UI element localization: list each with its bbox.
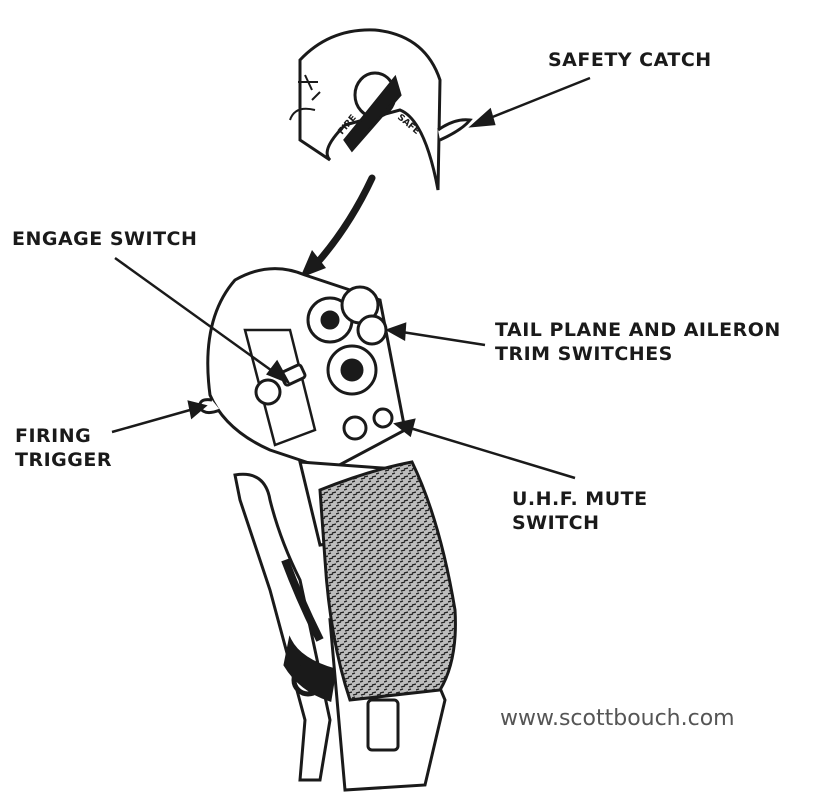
- rubber-grip: [318, 460, 457, 702]
- safety-catch-inset: [289, 28, 473, 191]
- trim-switches-label-line1: TAIL PLANE AND AILERON: [495, 319, 781, 341]
- firing-trigger-label-line1: FIRING: [15, 425, 92, 447]
- firing-trigger-arrow: [111, 400, 208, 434]
- firing-trigger-label-line2: TRIGGER: [15, 449, 112, 471]
- trim-switches-arrow: [384, 322, 486, 347]
- inset-connector-arrow: [300, 174, 376, 278]
- leader-lines: [111, 76, 591, 480]
- safety-catch-arrow: [468, 76, 591, 128]
- engage-switch-label: ENGAGE SWITCH: [12, 228, 198, 250]
- uhf-mute-label-line2: SWITCH: [512, 512, 600, 534]
- engage-switch-arrow: [114, 256, 291, 385]
- uhf-mute-label-line1: U.H.F. MUTE: [512, 488, 648, 510]
- uhf-mute-arrow: [393, 418, 576, 480]
- trim-switches-label-line2: TRIM SWITCHES: [495, 343, 673, 365]
- watermark: www.scottbouch.com: [500, 706, 735, 731]
- safety-catch-label: SAFETY CATCH: [548, 49, 712, 71]
